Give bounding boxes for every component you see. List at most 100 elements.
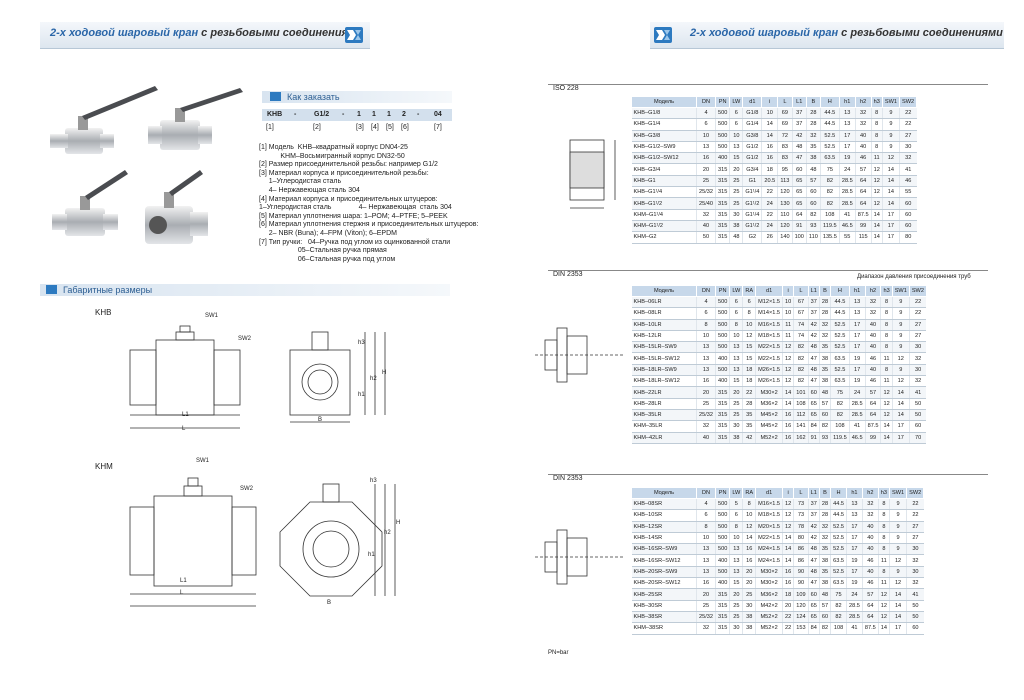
table-cell: 87.5 [861,622,879,635]
table-cell: 63.5 [830,577,847,590]
table-cell: 82 [830,398,850,410]
table-cell: 65 [791,197,807,210]
table-cell: M36×2 [755,398,783,410]
table-cell: 315 [714,600,730,612]
table-cell: 82 [830,600,847,612]
table-cell: 13 [729,141,743,154]
table-cell: 32 [906,577,924,590]
table-cell: 38 [729,220,743,233]
table-cell: 22 [761,186,778,199]
table-cell: M30×2 [755,577,783,590]
table-cell: 14 [870,220,883,233]
column-header: d1 [755,285,784,297]
sr-fitting-drawing [535,529,625,585]
column-header: RA [742,285,757,297]
dim-h2: h2 [384,530,391,536]
table-cell: 8 [729,521,743,533]
table-cell: 67 [793,296,809,309]
table-cell: 42 [742,432,756,444]
table-cell: 10 [742,509,756,522]
code-num: [5] [386,124,394,131]
table-cell: 32 [861,509,879,522]
column-header: L1 [807,285,820,297]
table-cell: 17 [891,420,910,433]
table-cell: 93 [818,432,831,444]
table-cell: KHB–38SR [631,611,697,624]
column-header: LW [729,96,744,108]
table-cell: 16 [761,141,778,154]
table-cell: 38 [818,554,831,567]
column-header: H [819,96,840,108]
table-cell: 315 [714,175,730,188]
dim-b: B [327,600,332,606]
table-cell: KHB–20SR–SW9 [631,566,697,579]
table-cell: 30 [906,543,924,556]
code-stem-seal: 2 [402,111,406,118]
table-cell: 48 [807,543,820,556]
table-cell: 12 [742,330,756,343]
table-cell: 12 [877,600,890,612]
table-cell: 315 [714,220,730,233]
table-cell: 32 [861,498,879,511]
table-cell: 82 [793,341,809,354]
table-cell: 28 [818,296,831,309]
table-cell: 27 [908,319,927,331]
table-cell: 17 [848,319,866,331]
table-cell: 30 [908,364,927,377]
table-cell: KHB–20SR–SW12 [631,577,697,590]
table-cell: 6 [696,307,716,320]
column-header: L [793,285,809,297]
table-cell: 315 [714,398,730,410]
table-cell: 60 [818,611,831,624]
code-num: [7] [434,124,442,131]
table-cell: 14 [782,532,794,545]
table-cell: 14 [881,197,900,210]
table-cell: 119.5 [819,220,840,233]
table-cell: 83 [777,141,793,154]
table-cell: M16×1.5 [755,319,783,331]
column-header: d1 [755,487,784,499]
dim-h: H [396,520,401,526]
table-cell: 52.5 [819,141,840,154]
table-cell: 28.5 [848,398,866,410]
table-cell: KHB–10LR [631,319,697,331]
table-cell: 86 [793,543,809,556]
table-cell: 5 [729,498,743,511]
column-header: SW1 [891,285,910,297]
column-header: SW2 [898,96,918,108]
table-cell: 16 [782,420,794,433]
table-cell: KHB–G1/2–SW9 [631,141,697,154]
table-cell: M14×1.5 [755,307,783,320]
table-cell: 60 [898,209,917,221]
table-cell: 9 [888,509,907,522]
table-cell: 46.5 [848,432,866,444]
table-cell: 82 [819,186,840,199]
column-header: LW [729,487,744,499]
table-cell: 16 [782,566,794,579]
table-cell: 10 [696,532,716,545]
table-cell: 500 [714,130,730,142]
table-cell: 315 [714,432,730,444]
table-cell: 30 [729,420,743,433]
table-cell: 60 [818,409,831,422]
table-cell: 91 [807,432,820,444]
table-cell: 60 [791,163,807,176]
code-num: [6] [401,124,409,131]
order-heading-bar [262,91,452,103]
table-cell: 8 [870,107,883,120]
table-cell: 17 [838,141,856,154]
table-cell: 48 [791,141,807,154]
table-cell: 73 [793,509,809,522]
table-cell: 12 [782,509,794,522]
table-cell: 50 [908,398,927,410]
pressure-note: Диапазон давления присоединения труб [857,274,971,280]
table-cell: 8 [696,319,716,331]
table-cell: 14 [742,532,756,545]
